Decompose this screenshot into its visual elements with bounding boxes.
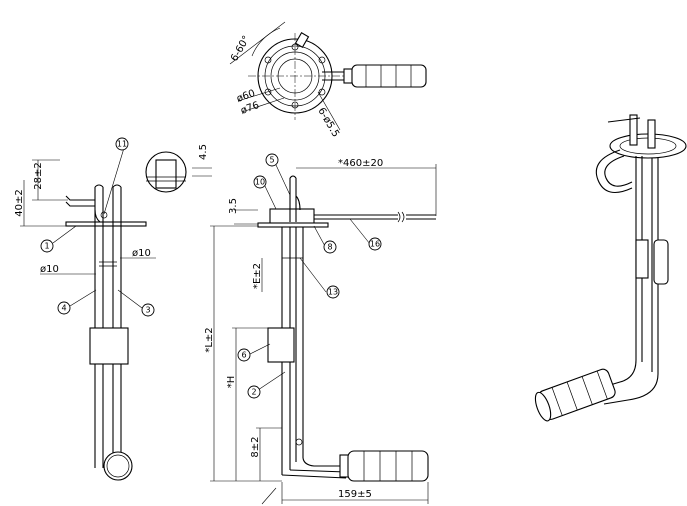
svg-text:16: 16: [370, 240, 380, 249]
dim-28: 28±2: [33, 162, 44, 189]
callout-13: 13: [326, 285, 340, 299]
svg-text:1: 1: [44, 242, 49, 251]
svg-text:2: 2: [251, 388, 256, 397]
callout-4: 4: [57, 301, 71, 315]
dim-3-5: 3.5: [228, 198, 239, 214]
side-view: 28±2 40±2 4.5 ø10 ø10: [14, 144, 212, 481]
callout-6: 6: [237, 348, 251, 362]
callout-2: 2: [247, 385, 261, 399]
svg-text:8: 8: [327, 243, 332, 252]
isometric-view: [534, 114, 687, 422]
dia-right: ø10: [132, 248, 151, 259]
svg-text:11: 11: [117, 140, 127, 149]
svg-text:4: 4: [61, 304, 66, 313]
dim-460: *460±20: [338, 158, 383, 169]
angle-label: 6-60°: [229, 34, 252, 63]
svg-text:5: 5: [269, 156, 274, 165]
svg-text:10: 10: [255, 178, 265, 187]
front-view: *460±20 3.5 *E±2 *L±2 *H 8±2 159±5: [204, 158, 437, 505]
svg-text:6: 6: [241, 351, 246, 360]
svg-text:13: 13: [328, 288, 338, 297]
callout-8: 8: [323, 240, 337, 254]
top-view: 6-60° ø60 ø76 6-ø5.5: [229, 21, 427, 139]
callout-10: 10: [253, 175, 267, 189]
callout-16: 16: [368, 237, 382, 251]
callout-1: 1: [40, 239, 54, 253]
callout-11: 11: [115, 137, 129, 151]
callout-3: 3: [141, 303, 155, 317]
dim-L: *L±2: [204, 327, 215, 352]
dim-8: 8±2: [250, 436, 261, 457]
dim-4-5: 4.5: [198, 144, 209, 160]
dim-H: *H: [226, 376, 237, 389]
dim-159: 159±5: [338, 489, 372, 500]
dia-left: ø10: [40, 264, 59, 275]
dim-40: 40±2: [14, 189, 25, 216]
callout-5: 5: [265, 153, 279, 167]
holes-label: 6-ø5.5: [315, 106, 341, 139]
svg-text:3: 3: [145, 306, 150, 315]
dim-E: *E±2: [252, 263, 263, 289]
